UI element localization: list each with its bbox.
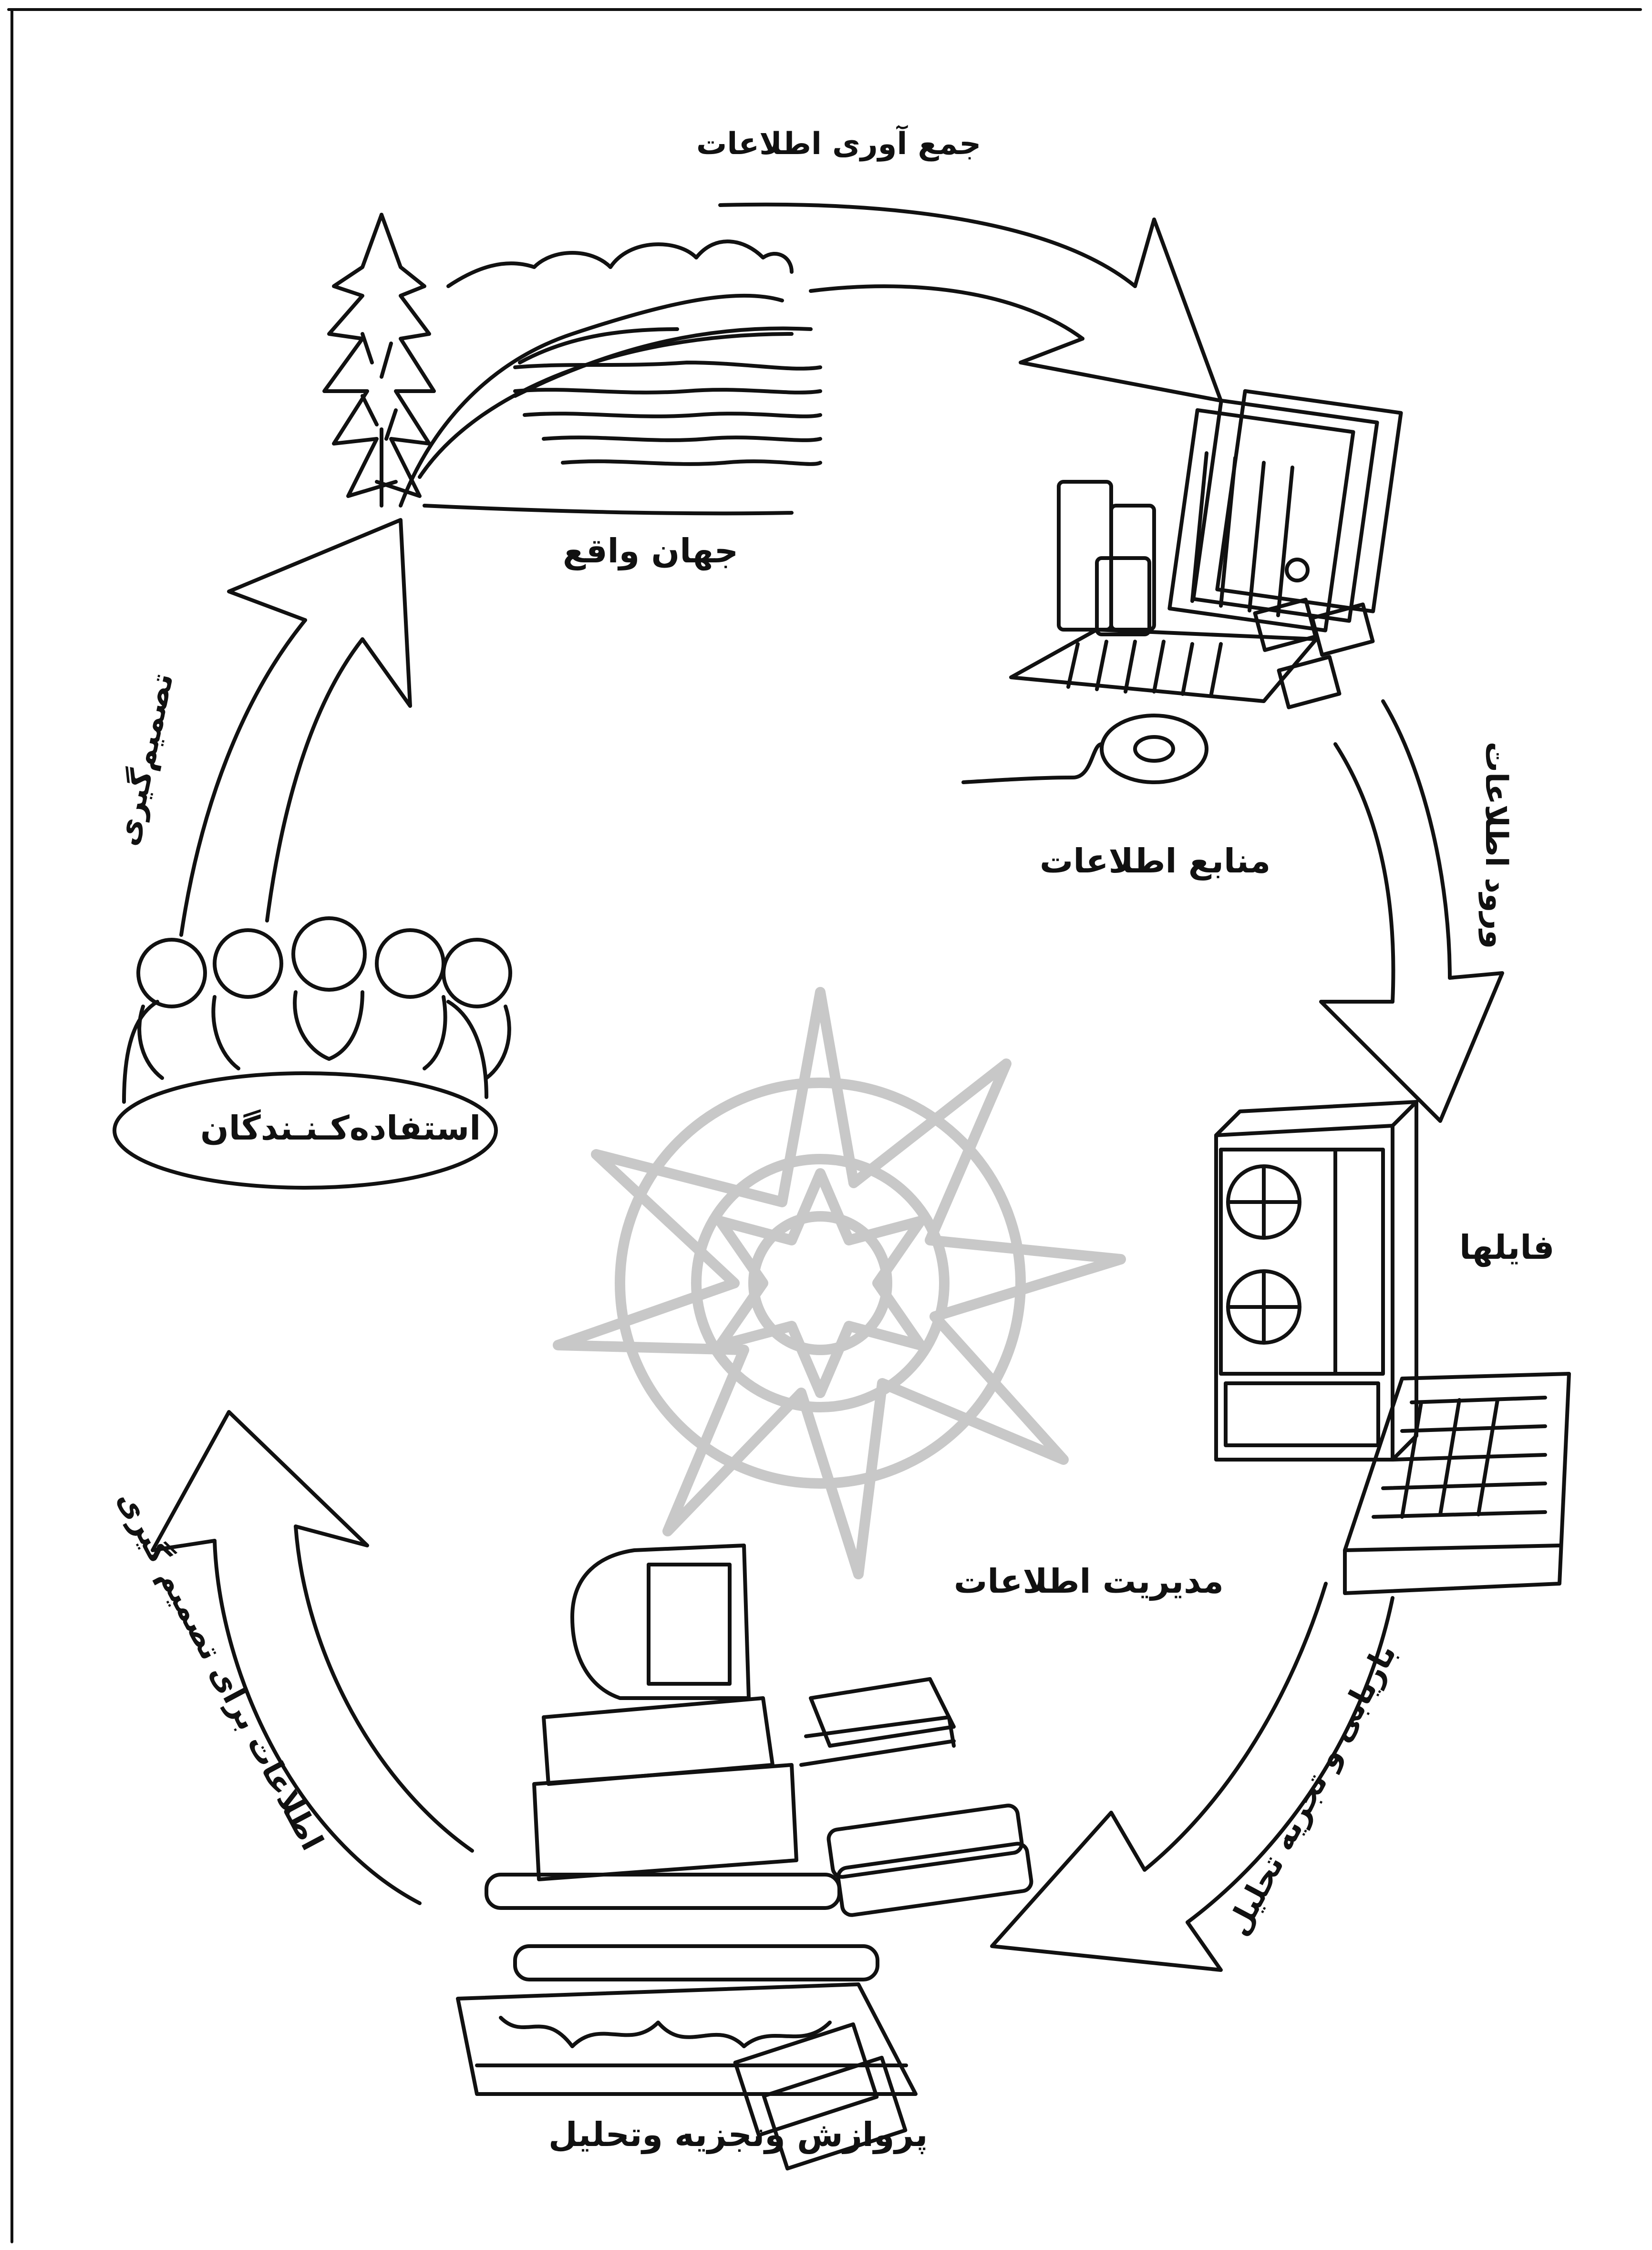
label-data-collection: جمع آوری اطلاعات — [696, 126, 981, 162]
label-files: فايلها — [1459, 1228, 1555, 1267]
landscape-illustration — [322, 213, 822, 516]
label-users: استفاده‌كـنـندگان — [200, 1109, 481, 1148]
rosette-watermark — [553, 987, 1126, 1579]
arrow-info-for-decision — [151, 1410, 474, 1905]
group-of-people-illustration — [113, 916, 512, 1190]
arrow-data-entry — [1319, 699, 1504, 1123]
label-info-sources: منابع اطلاعات — [1040, 841, 1271, 881]
label-data-entry: ورود اطلاعات — [1478, 741, 1514, 949]
books-and-documents-illustration — [961, 389, 1403, 784]
arrow-data-collection — [718, 202, 1223, 403]
tape-drive-cabinet-illustration — [1214, 1100, 1571, 1595]
computer-workstation-illustration — [456, 1544, 1033, 2171]
label-info-management: مديريت اطلاعات — [954, 1562, 1224, 1601]
arrow-decision-making — [179, 518, 412, 937]
label-real-world: جهان واقع — [563, 531, 739, 570]
label-processing: پروازش وتجزيه وتحليل — [548, 2115, 928, 2154]
arrow-retrieval-analysis — [990, 1582, 1394, 1972]
